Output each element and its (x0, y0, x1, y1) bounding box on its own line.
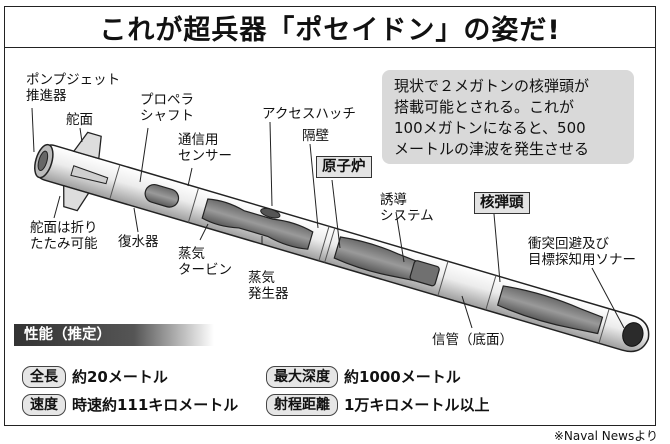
label-fuze: 信管（底面） (432, 332, 513, 348)
label-steam-generator: 蒸気 発生器 (248, 270, 289, 302)
spec-max-depth: 最大深度 約1000メートル (266, 366, 461, 388)
spec-label: 全長 (22, 366, 66, 388)
label-guidance: 誘導 システム (380, 192, 434, 224)
spec-value: 1万キロメートル以上 (344, 396, 489, 414)
spec-value: 約20メートル (72, 368, 168, 386)
label-bulkhead: 隔壁 (302, 128, 329, 144)
label-warhead: 核弾頭 (474, 192, 530, 214)
label-access-hatch: アクセスハッチ (262, 106, 356, 122)
spec-length: 全長 約20メートル (22, 366, 168, 388)
specs-header: 性能（推定） (14, 324, 214, 346)
label-rudder-fold: 舵面は折り たたみ可能 (30, 220, 98, 252)
spec-value: 約1000メートル (344, 368, 461, 386)
leader-line (270, 122, 272, 206)
label-reactor: 原子炉 (316, 156, 372, 178)
leader-line (32, 108, 34, 152)
label-condenser: 復水器 (118, 234, 159, 250)
spec-label: 射程距離 (266, 394, 338, 416)
spec-range: 射程距離 1万キロメートル以上 (266, 394, 489, 416)
label-steam-turbine: 蒸気 タービン (178, 246, 232, 278)
leader-line (54, 196, 60, 218)
leader-line (80, 128, 82, 142)
spec-speed: 速度 時速約111キロメートル (22, 394, 238, 416)
source-credit: ※Naval Newsより (554, 427, 658, 444)
callout-text: 現状で２メガトンの核弾頭が 搭載可能とされる。これが 100メガトンになると、5… (394, 76, 630, 160)
spec-label: 最大深度 (266, 366, 338, 388)
spec-label: 速度 (22, 394, 66, 416)
warhead-callout: 現状で２メガトンの核弾頭が 搭載可能とされる。これが 100メガトンになると、5… (382, 70, 634, 164)
leader-line (134, 208, 138, 232)
leader-line (188, 168, 192, 186)
label-propeller-shaft: プロペラ シャフト (140, 92, 194, 124)
label-rudder: 舵面 (66, 112, 93, 128)
label-pumpjet: ポンプジェット 推進器 (26, 72, 120, 104)
leader-line (494, 214, 500, 282)
spec-value: 時速約111キロメートル (72, 396, 238, 414)
label-sonar: 衝突回避及び 目標探知用ソナー (528, 236, 636, 268)
specs-title: 性能（推定） (24, 326, 111, 344)
label-comm-sensor: 通信用 センサー (178, 132, 232, 164)
